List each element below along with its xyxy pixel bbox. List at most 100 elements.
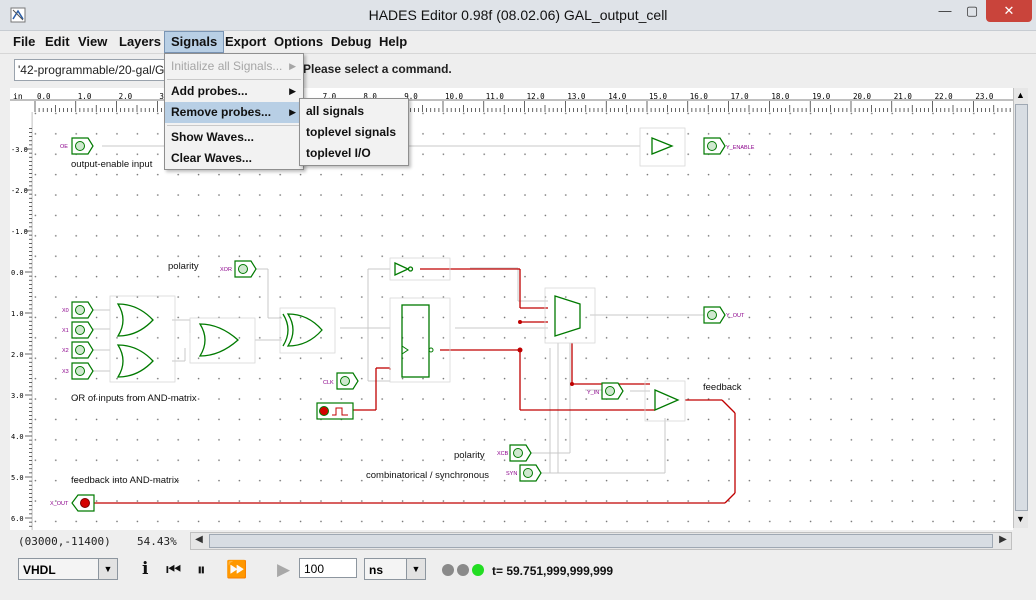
ruler-x-label: 19.0 <box>812 92 831 101</box>
ruler-x-label: 14.0 <box>608 92 627 101</box>
menu-options[interactable]: Options <box>274 34 324 49</box>
close-button[interactable]: ✕ <box>986 0 1032 22</box>
menu-item-clear-waves[interactable]: Clear Waves... <box>171 151 252 165</box>
pad-x3[interactable] <box>71 362 94 380</box>
ruler-x-label: 1.0 <box>78 92 92 101</box>
ruler-x-label: 21.0 <box>894 92 913 101</box>
menu-layers[interactable]: Layers <box>119 34 161 49</box>
menu-export[interactable]: Export <box>225 34 267 49</box>
menu-view[interactable]: View <box>78 34 108 49</box>
label-comb-sync: combinatorical / synchronous <box>366 470 489 481</box>
app-icon <box>10 7 26 23</box>
label-feedback: feedback <box>703 382 742 393</box>
menu-debug[interactable]: Debug <box>331 34 372 49</box>
ruler-y-label: 2.0 <box>11 351 24 359</box>
time-unit-select[interactable]: ns ▼ <box>364 558 426 580</box>
chevron-down-icon[interactable]: ▼ <box>98 559 117 579</box>
io-label-x-out: X_OUT <box>50 501 69 507</box>
horizontal-scroll-thumb[interactable] <box>209 534 993 548</box>
ruler-x-label: 7.0 <box>323 92 337 101</box>
ruler-x-label: 16.0 <box>690 92 709 101</box>
or-gate-3 <box>198 323 239 357</box>
menu-item-initialize-signals[interactable]: Initialize all Signals...▶ <box>165 56 301 77</box>
design-path-field[interactable]: '42-programmable/20-gal/G <box>14 59 169 81</box>
ruler-y-label: 1.0 <box>11 310 24 318</box>
chevron-down-icon[interactable]: ▼ <box>406 559 425 579</box>
play-icon[interactable]: ▶ <box>277 560 291 579</box>
label-feedback-in: feedback into AND-matrix <box>71 475 179 486</box>
menu-bar: File Edit View Layers Signals Export Opt… <box>0 31 1036 54</box>
io-label-xor: XOR <box>220 267 232 273</box>
fast-forward-icon[interactable]: ⏩ <box>226 560 248 579</box>
ruler-x-label: 12.0 <box>527 92 546 101</box>
pad-x2[interactable] <box>71 341 94 359</box>
schematic-svg[interactable]: in 0.01.02.03.04.05.06.07.08.09.010.011.… <box>10 88 1013 530</box>
zoom-level: 54.43% <box>137 535 177 548</box>
ruler-x-label: 18.0 <box>771 92 790 101</box>
submenu-arrow-icon: ▶ <box>289 107 296 117</box>
ruler-x-label: 11.0 <box>486 92 505 101</box>
io-pads <box>71 137 726 512</box>
io-label-y-out: Y_OUT <box>726 313 745 319</box>
left-ruler <box>10 112 32 530</box>
horizontal-scrollbar[interactable]: ◀ ▶ <box>190 532 1012 550</box>
flip-flop <box>401 304 430 378</box>
menu-item-add-probes[interactable]: Add probes...▶ <box>165 81 301 102</box>
pad-x0[interactable] <box>71 301 94 319</box>
label-polarity-2: polarity <box>454 450 485 461</box>
menu-item-show-waves[interactable]: Show Waves... <box>171 130 254 144</box>
pad-y-out[interactable] <box>703 306 726 324</box>
signals-menu-dropdown: Initialize all Signals...▶ Add probes...… <box>164 53 304 170</box>
ruler-unit: in <box>13 92 23 101</box>
ruler-y-label: -1.0 <box>11 228 28 236</box>
scroll-up-icon[interactable]: ▲ <box>1016 90 1025 100</box>
pad-y-in[interactable] <box>601 382 624 400</box>
menu-signals[interactable]: Signals <box>164 31 225 53</box>
label-polarity-1: polarity <box>168 261 199 272</box>
pad-xor[interactable] <box>234 260 257 278</box>
ruler-x-ticks: 0.01.02.03.04.05.06.07.08.09.010.011.012… <box>34 92 1011 112</box>
scroll-left-icon[interactable]: ◀ <box>195 534 203 545</box>
schematic-canvas[interactable]: in 0.01.02.03.04.05.06.07.08.09.010.011.… <box>10 88 1028 530</box>
or-gate-1 <box>116 303 154 337</box>
submenu-item-toplevel-io[interactable]: toplevel I/O <box>306 146 371 160</box>
pad-syn[interactable] <box>519 464 542 482</box>
label-or-inputs: OR of inputs from AND-matrix <box>71 393 197 404</box>
pause-icon[interactable]: ⏸ <box>197 560 206 579</box>
ruler-x-label: 2.0 <box>119 92 133 101</box>
minimize-button[interactable]: — <box>938 3 952 18</box>
pad-xcb[interactable] <box>509 444 532 462</box>
pad-x1[interactable] <box>71 321 94 339</box>
submenu-item-all-signals[interactable]: all signals <box>306 104 365 118</box>
pad-x-out[interactable] <box>71 494 95 512</box>
io-label-clk: CLK <box>323 380 334 386</box>
submenu-item-toplevel-signals[interactable]: toplevel signals <box>306 125 397 139</box>
menu-help[interactable]: Help <box>379 34 408 49</box>
or-gate-2 <box>116 344 154 378</box>
vertical-scroll-thumb[interactable] <box>1015 104 1028 511</box>
maximize-button[interactable]: ▢ <box>965 3 979 18</box>
language-select[interactable]: VHDL ▼ <box>18 558 118 580</box>
pad-clk[interactable] <box>336 372 359 390</box>
scroll-right-icon[interactable]: ▶ <box>999 534 1007 545</box>
ruler-y-label: 3.0 <box>11 392 24 400</box>
io-label-x3: X3 <box>62 369 69 375</box>
pad-y-enable[interactable] <box>703 137 726 155</box>
scroll-down-icon[interactable]: ▼ <box>1016 514 1025 524</box>
io-label-x1: X1 <box>62 328 69 334</box>
step-value-field[interactable]: 100 <box>299 558 357 578</box>
io-label-xcb: XCB <box>497 451 509 457</box>
menu-edit[interactable]: Edit <box>45 34 70 49</box>
menu-file[interactable]: File <box>13 34 36 49</box>
info-icon[interactable]: i <box>142 559 149 579</box>
vertical-scrollbar[interactable]: ▲ ▼ <box>1013 88 1028 528</box>
menu-item-remove-probes[interactable]: Remove probes...▶ <box>165 102 301 123</box>
label-oe: output-enable input <box>71 159 153 170</box>
status-message: Please select a command. <box>303 62 452 76</box>
simulation-controls: VHDL ▼ i ⏮ ⏸ ⏩ ▶ 100 ns ▼ t= 59.751,999,… <box>0 553 1036 600</box>
ruler-x-label: 22.0 <box>935 92 954 101</box>
rewind-icon[interactable]: ⏮ <box>166 560 182 579</box>
ruler-y-label: -3.0 <box>11 146 28 154</box>
pad-oe[interactable] <box>71 137 94 155</box>
cursor-coordinates: (03000,-11400) <box>18 535 111 548</box>
